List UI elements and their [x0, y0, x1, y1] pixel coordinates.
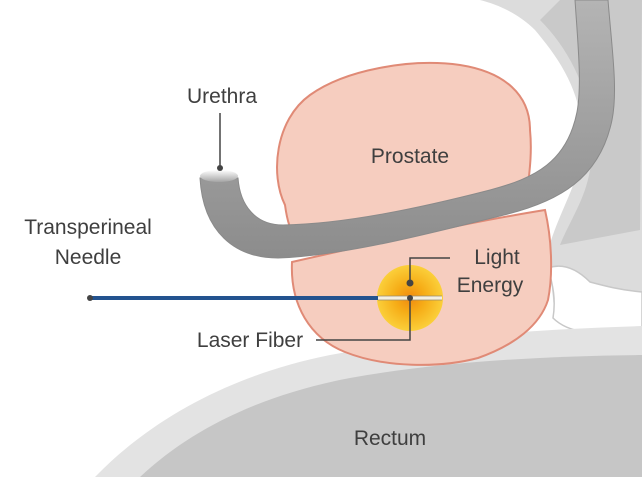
urethra-opening: [200, 170, 238, 182]
needle-entry-point: [87, 295, 93, 301]
label-needle-line1: Transperineal: [24, 216, 152, 239]
label-light-line2: Energy: [457, 274, 524, 297]
label-light-line1: Light: [474, 246, 520, 269]
label-needle-line2: Needle: [55, 246, 122, 269]
label-prostate: Prostate: [371, 145, 449, 168]
label-rectum: Rectum: [354, 427, 426, 450]
laser-fiber-leader-dot: [407, 295, 413, 301]
light-energy-leader-dot: [407, 280, 414, 287]
label-urethra: Urethra: [187, 85, 257, 108]
urethra-leader-dot: [217, 165, 223, 171]
label-laser-fiber: Laser Fiber: [197, 329, 303, 352]
